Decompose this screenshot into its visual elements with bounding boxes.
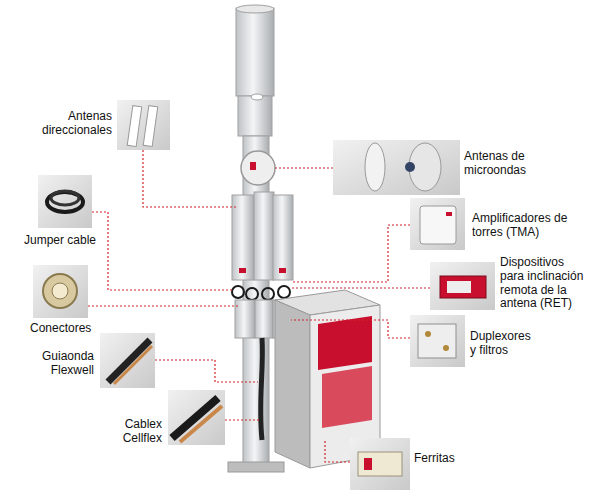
part-label: Cablex Cellflex xyxy=(108,418,162,446)
cabinet-side xyxy=(275,300,310,468)
photo-thumbnail xyxy=(168,390,225,445)
panel-logo xyxy=(279,268,286,273)
leader-line xyxy=(325,440,350,462)
dish-logo xyxy=(250,162,256,170)
photo-thumbnail xyxy=(333,140,460,195)
feeder-cable xyxy=(261,338,263,440)
duplexer-port xyxy=(443,345,449,351)
dish-feed-photo xyxy=(405,162,415,172)
mast-section xyxy=(238,96,272,136)
photo-thumbnail xyxy=(410,315,465,367)
part-label: Duplexores y filtros xyxy=(470,330,536,358)
leader-line xyxy=(155,360,258,382)
leader-line xyxy=(88,305,240,306)
leader-line xyxy=(291,320,410,338)
jumper-loop xyxy=(278,286,290,298)
leader-line xyxy=(92,212,232,290)
part-label: Jumper cable xyxy=(24,234,114,248)
panel-antenna xyxy=(273,195,293,280)
ret-photo xyxy=(440,276,486,298)
tower-base xyxy=(228,462,284,472)
part-label: Antenas de microondas xyxy=(464,150,548,178)
lower-panel xyxy=(255,300,273,338)
cable-coil-photo xyxy=(51,191,79,205)
leader-line xyxy=(225,419,259,420)
panel-antenna xyxy=(232,195,254,280)
photo-thumbnail xyxy=(410,198,465,250)
leader-line xyxy=(290,287,430,288)
ferrite-photo xyxy=(364,458,372,470)
leader-line xyxy=(275,167,333,168)
photo-thumbnail xyxy=(33,265,88,318)
microwave-dish xyxy=(241,151,275,185)
cable-coil-photo xyxy=(47,192,83,212)
panel-antenna xyxy=(254,192,274,280)
connector-photo xyxy=(43,274,77,308)
antenna-photo xyxy=(127,106,141,147)
leader-line xyxy=(293,225,410,282)
radome-top xyxy=(236,5,274,13)
panel-logo xyxy=(239,268,246,273)
waveguide-photo xyxy=(108,340,150,382)
photo-thumbnail xyxy=(350,438,410,490)
antenna-photo xyxy=(143,106,157,147)
ret-photo xyxy=(447,281,471,293)
waveguide-photo xyxy=(114,346,152,384)
part-label: Amplificadores de torres (TMA) xyxy=(472,212,576,240)
part-label: Antenas direccionales xyxy=(34,110,112,138)
connector-photo xyxy=(52,283,68,299)
jumper-loop xyxy=(246,288,258,300)
cellflex-photo xyxy=(180,406,222,442)
duplexer-photo xyxy=(418,324,456,358)
jumper-loop xyxy=(232,286,244,298)
cellflex-photo xyxy=(172,398,218,438)
photo-thumbnail xyxy=(38,175,92,228)
duplexer-port xyxy=(425,331,431,337)
part-label: Ferritas xyxy=(414,452,474,466)
part-label: Dispositivos para inclinación remota de … xyxy=(500,256,590,311)
tma-logo xyxy=(446,212,452,216)
ferrite-photo xyxy=(358,452,402,476)
dish-photo xyxy=(365,143,385,191)
jumper-loop xyxy=(262,288,274,300)
photo-thumbnail xyxy=(117,100,170,150)
photo-thumbnail xyxy=(430,262,495,310)
part-label: Guiaonda Flexwell xyxy=(30,350,94,378)
tma-photo xyxy=(420,206,456,244)
cabinet-red-panel xyxy=(322,366,372,428)
photo-thumbnail xyxy=(100,333,155,388)
mast-hole xyxy=(251,94,263,100)
cabinet-red-panel xyxy=(318,316,372,370)
leader-line xyxy=(143,150,236,207)
part-label: Conectores xyxy=(30,322,100,336)
radome-cylinder xyxy=(236,8,274,96)
